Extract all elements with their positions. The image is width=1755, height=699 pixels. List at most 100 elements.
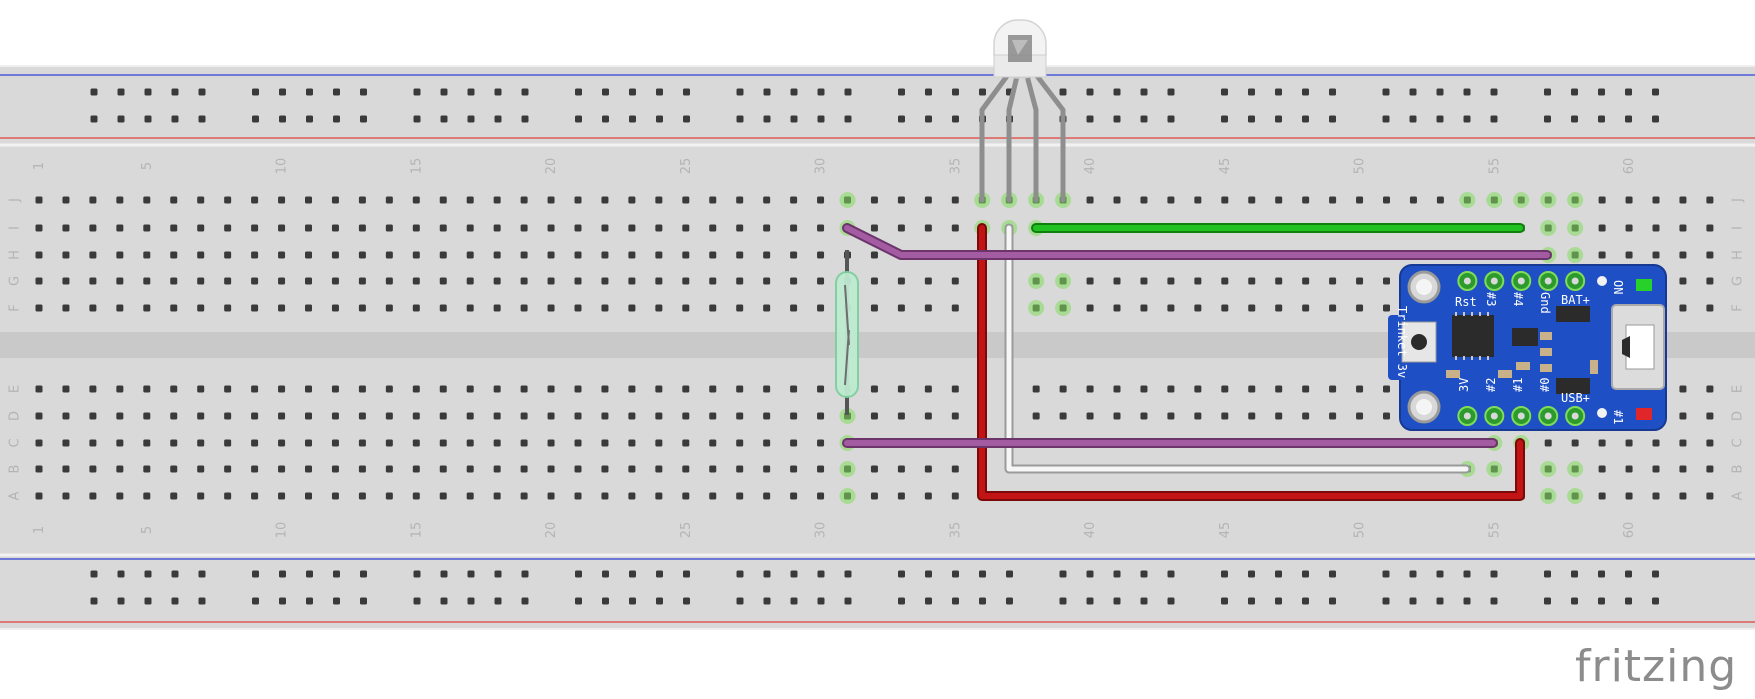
hole[interactable]	[520, 196, 528, 204]
hole[interactable]	[1706, 304, 1714, 312]
hole[interactable]	[521, 115, 529, 123]
hole[interactable]	[143, 385, 151, 393]
hole[interactable]	[198, 570, 206, 578]
hole[interactable]	[817, 570, 825, 578]
hole[interactable]	[1436, 88, 1444, 96]
hole[interactable]	[1275, 88, 1282, 96]
hole[interactable]	[655, 304, 663, 312]
hole[interactable]	[547, 304, 555, 312]
hole[interactable]	[35, 251, 43, 259]
hole[interactable]	[358, 277, 366, 285]
hole[interactable]	[1356, 304, 1364, 312]
hole[interactable]	[251, 304, 259, 312]
hole[interactable]	[412, 304, 420, 312]
hole[interactable]	[1652, 115, 1659, 123]
hole[interactable]	[574, 492, 582, 500]
reed-switch[interactable]	[835, 250, 859, 415]
hole[interactable]	[493, 196, 501, 204]
hole[interactable]	[763, 277, 771, 285]
hole[interactable]	[35, 385, 43, 393]
hole[interactable]	[1571, 597, 1578, 605]
hole[interactable]	[629, 597, 636, 605]
hole[interactable]	[979, 570, 986, 578]
hole[interactable]	[171, 115, 179, 123]
hole[interactable]	[89, 224, 97, 232]
hole[interactable]	[278, 304, 286, 312]
hole[interactable]	[1409, 196, 1417, 204]
hole[interactable]	[224, 439, 232, 447]
hole[interactable]	[790, 385, 798, 393]
hole[interactable]	[1625, 570, 1632, 578]
hole[interactable]	[466, 439, 474, 447]
hole[interactable]	[170, 224, 178, 232]
hole[interactable]	[360, 88, 367, 96]
hole[interactable]	[466, 196, 474, 204]
hole[interactable]	[844, 115, 852, 123]
hole[interactable]	[224, 196, 232, 204]
hole[interactable]	[521, 570, 529, 578]
hole[interactable]	[817, 277, 825, 285]
hole[interactable]	[1329, 570, 1336, 578]
hole[interactable]	[1302, 597, 1309, 605]
hole[interactable]	[278, 465, 286, 473]
hole[interactable]	[1194, 412, 1202, 420]
hole[interactable]	[224, 492, 232, 500]
hole[interactable]	[306, 597, 313, 605]
hole[interactable]	[1625, 465, 1633, 473]
hole[interactable]	[224, 304, 232, 312]
hole[interactable]	[412, 277, 420, 285]
hole[interactable]	[1598, 570, 1605, 578]
hole[interactable]	[1275, 277, 1283, 285]
hole[interactable]	[1652, 439, 1660, 447]
hole[interactable]	[1706, 277, 1714, 285]
hole[interactable]	[306, 88, 313, 96]
hole[interactable]	[1329, 597, 1336, 605]
hole[interactable]	[412, 385, 420, 393]
hole[interactable]	[1706, 385, 1714, 393]
hole[interactable]	[467, 115, 475, 123]
hole[interactable]	[171, 88, 179, 96]
hole[interactable]	[35, 277, 43, 285]
hole[interactable]	[1275, 570, 1282, 578]
hole[interactable]	[331, 465, 339, 473]
hole[interactable]	[736, 115, 744, 123]
hole[interactable]	[1167, 88, 1175, 96]
hole[interactable]	[1302, 115, 1309, 123]
hole[interactable]	[1329, 412, 1337, 420]
hole[interactable]	[897, 224, 905, 232]
hole[interactable]	[305, 251, 312, 259]
hole[interactable]	[952, 115, 959, 123]
hole[interactable]	[278, 492, 286, 500]
hole[interactable]	[331, 196, 339, 204]
hole[interactable]	[331, 304, 339, 312]
hole[interactable]	[897, 465, 905, 473]
hole[interactable]	[1409, 570, 1417, 578]
hole[interactable]	[385, 439, 393, 447]
hole[interactable]	[898, 570, 905, 578]
hole[interactable]	[575, 115, 582, 123]
hole[interactable]	[89, 385, 97, 393]
hole[interactable]	[116, 439, 124, 447]
hole[interactable]	[790, 88, 798, 96]
hole[interactable]	[493, 385, 501, 393]
hole[interactable]	[817, 115, 825, 123]
hole[interactable]	[817, 597, 825, 605]
hole[interactable]	[1625, 492, 1633, 500]
hole[interactable]	[790, 224, 798, 232]
hole[interactable]	[1275, 412, 1283, 420]
hole[interactable]	[305, 196, 312, 204]
hole[interactable]	[197, 304, 205, 312]
hole[interactable]	[924, 385, 932, 393]
hole[interactable]	[763, 224, 771, 232]
hole[interactable]	[629, 88, 636, 96]
hole[interactable]	[494, 88, 502, 96]
hole[interactable]	[1113, 570, 1121, 578]
hole[interactable]	[870, 277, 878, 285]
hole[interactable]	[35, 196, 43, 204]
hole[interactable]	[1248, 196, 1256, 204]
hole[interactable]	[547, 492, 555, 500]
hole[interactable]	[520, 224, 528, 232]
hole[interactable]	[709, 196, 717, 204]
hole[interactable]	[790, 465, 798, 473]
hole[interactable]	[440, 88, 448, 96]
